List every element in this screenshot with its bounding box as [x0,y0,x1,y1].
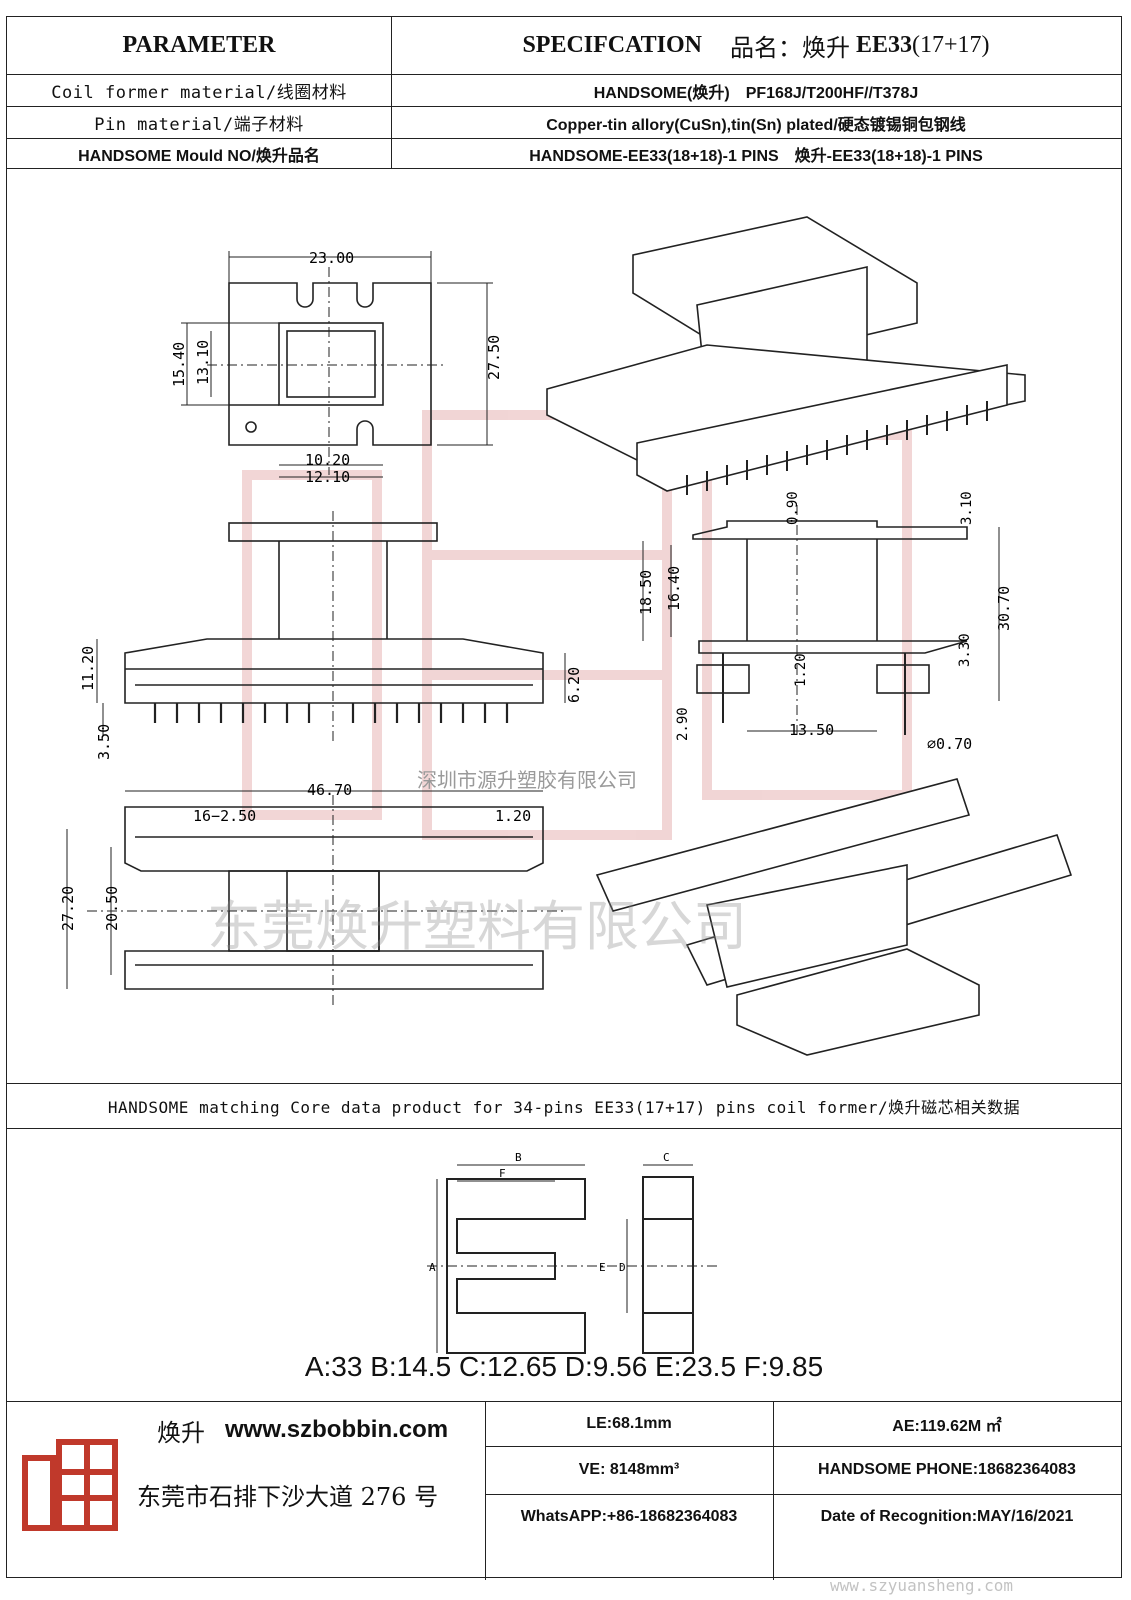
dim-inner-h1: 15.40 [170,342,188,387]
dim-side-s3: 2.90 [675,707,691,741]
param-label: Coil former material/线圈材料 [51,83,347,103]
spec-sheet: PARAMETER SPECIFCATION 品名： 焕升 EE33 (17+1… [6,16,1122,1580]
core-label-b: B [515,1151,522,1164]
dim-side-top: 0.90 [785,491,801,525]
param-row-pin: Pin material/端子材料 Copper-tin allory(CuSn… [7,107,1121,139]
footer-ve: VE: 8148mm³ [578,1461,680,1478]
product-model: EE33 [856,32,913,58]
parameter-heading: PARAMETER [7,17,391,74]
dim-inner-h2: 13.10 [194,340,212,385]
dim-inner-w2: 12.10 [305,468,350,486]
header-row: PARAMETER SPECIFCATION 品名： 焕升 EE33 (17+1… [7,17,1121,75]
footer-date: Date of Recognition:MAY/16/2021 [820,1508,1074,1525]
param-value: HANDSOME-EE33(18+18)-1 PINS 焕升-EE33(18+1… [529,147,983,165]
product-pins: (17+17) [912,32,990,58]
footer-brand-line: 焕升 www.szbobbin.com [157,1410,477,1450]
top-view [181,251,493,478]
core-e-shape [427,1164,717,1354]
dim-bottom-length: 46.70 [307,781,352,799]
isometric-view-top [546,216,1026,495]
param-row-mould: HANDSOME Mould NO/焕升品名 HANDSOME-EE33(18+… [7,139,1121,169]
front-view [96,511,566,745]
dim-front-pin: 3.50 [95,724,113,760]
param-value: Copper-tin allory(CuSn),tin(Sn) plated/硬… [546,116,966,134]
isometric-view-bottom [595,778,1073,1056]
core-label-c: C [663,1151,670,1164]
specification-heading-text: SPECIFCATION [522,32,703,58]
dim-inner-w1: 10.20 [305,451,350,469]
dim-side-width: 13.50 [789,721,834,739]
footer: 焕升 www.szbobbin.com 东莞市石排下沙大道 276 号 LE:6… [7,1401,1121,1580]
dim-side-s1: 3.30 [957,633,973,667]
dim-depth: 27.50 [485,335,503,380]
technical-drawing: 23.00 27.50 15.40 13.10 10.20 12.10 [7,175,1121,1091]
core-title: HANDSOME matching Core data product for … [107,1098,1021,1117]
dim-front-h1: 11.20 [79,646,97,691]
param-label: Pin material/端子材料 [94,115,304,135]
side-view [642,505,1000,735]
param-label: HANDSOME Mould NO/焕升品名 [78,147,320,165]
footer-ae: AE:119.62M ㎡ [892,1418,1002,1435]
dim-width: 23.00 [309,249,354,267]
watermark-company-small: 深圳市源升塑胶有限公司 [417,768,637,792]
core-label-a: A [429,1261,436,1274]
dim-bottom-pin: 1.20 [495,807,531,825]
core-label-d: D [619,1261,626,1274]
dim-bottom-inner: 20.50 [103,886,121,931]
company-logo [22,1439,118,1531]
dim-side-flange: 3.10 [959,491,975,525]
core-svg: B F C A E D [427,1151,717,1354]
core-values: A:33 B:14.5 C:12.65 D:9.56 E:23.5 F:9.85 [304,1351,824,1382]
dim-side-h1: 18.50 [637,570,655,615]
dim-bottom-depth: 27.20 [59,886,77,931]
dim-side-h2: 16.40 [665,566,683,611]
footer-brand: 焕升 [157,1418,205,1447]
watermark-url: www.szyuansheng.com [830,1576,1014,1595]
dim-front-h2: 6.20 [565,667,583,703]
dim-side-pin-dia: ⌀0.70 [927,735,972,753]
specification-heading: SPECIFCATION 品名： 焕升 EE33 (17+17) [391,17,1121,74]
core-label-f: F [499,1167,506,1180]
parameter-heading-text: PARAMETER [122,32,276,58]
footer-whatsapp: WhatsAPP:+86-18682364083 [520,1508,738,1525]
dim-side-total: 30.70 [995,586,1013,631]
product-brand: 焕升 [802,36,851,62]
footer-address: 东莞市石排下沙大道 276 号 [137,1482,439,1511]
param-row-coil: Coil former material/线圈材料 HANDSOME(焕升) P… [7,75,1121,107]
product-name-label: 品名： [730,36,803,62]
dim-side-s2: 1.20 [793,653,809,687]
bottom-view [66,790,567,1005]
core-label-e: E [599,1261,606,1274]
core-section: B F C A E D A:33 B:14.5 C:12.65 D:9.56 E… [7,1129,1121,1401]
dim-bottom-pitch: 16−2.50 [193,807,256,825]
watermark-company-large: 东莞焕升塑料有限公司 [207,895,747,958]
drawing-svg: 23.00 27.50 15.40 13.10 10.20 12.10 [59,216,1073,1056]
footer-website[interactable]: www.szbobbin.com [225,1416,449,1443]
param-value: HANDSOME(焕升) PF168J/T200HF//T378J [593,84,919,102]
core-title-row: HANDSOME matching Core data product for … [7,1083,1121,1129]
footer-phone: HANDSOME PHONE:18682364083 [818,1461,1076,1478]
footer-le: LE:68.1mm [586,1415,672,1432]
